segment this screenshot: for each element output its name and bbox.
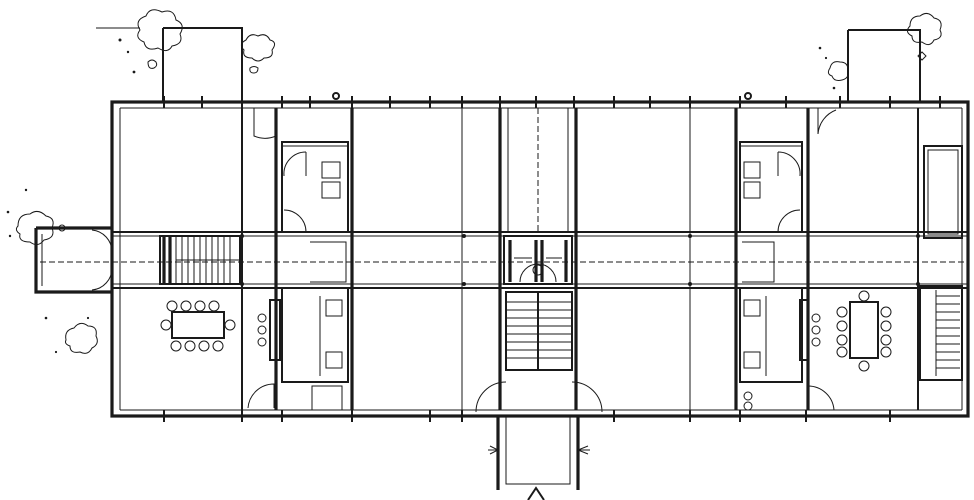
- stair-left: [159, 235, 241, 285]
- shrub-icon: [147, 34, 276, 74]
- kitchen-right: [739, 287, 835, 411]
- dining-table-left: [160, 300, 236, 352]
- entrance-bridge: [488, 416, 590, 490]
- tree-icon: [118, 9, 183, 74]
- column-markers: [240, 234, 920, 286]
- tree-icon: [44, 316, 98, 354]
- dining-table-right: [836, 290, 892, 372]
- central-core: [503, 235, 573, 285]
- bath-right: [739, 141, 803, 283]
- garden-fence-right: [847, 29, 921, 102]
- structural-columns: [241, 108, 919, 410]
- shrub-icon: [818, 46, 849, 90]
- stair-right: [919, 145, 963, 381]
- entry-vestibule-left: [34, 226, 113, 294]
- central-stair: [475, 291, 603, 413]
- entry-arrow-icon: [527, 486, 545, 500]
- door-swing: [253, 108, 837, 139]
- bath-left: [281, 141, 349, 233]
- garden-fence-left: [96, 27, 243, 102]
- kitchen-left: [247, 241, 349, 411]
- structural-grid-ticks: [163, 92, 941, 422]
- tree-icon: [906, 12, 942, 61]
